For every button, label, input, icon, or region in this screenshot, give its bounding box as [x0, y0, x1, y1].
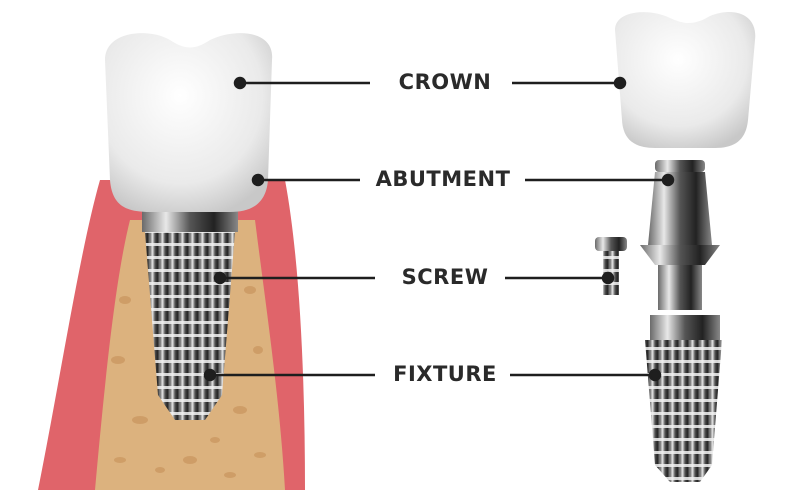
- label-screw: SCREW: [401, 265, 489, 289]
- abutment-part: [640, 160, 720, 310]
- crown-part: [615, 11, 756, 148]
- label-abutment: ABUTMENT: [375, 167, 511, 191]
- label-crown: CROWN: [398, 70, 492, 94]
- screw-part: [595, 237, 627, 295]
- implant-collar: [142, 210, 238, 232]
- label-fixture: FIXTURE: [393, 362, 497, 386]
- leader-lines: [203, 76, 675, 382]
- bone-pores: [111, 286, 266, 478]
- implant-fixture-assembled: [145, 232, 235, 420]
- fixture-part: [645, 315, 722, 482]
- crown-assembled: [105, 33, 273, 212]
